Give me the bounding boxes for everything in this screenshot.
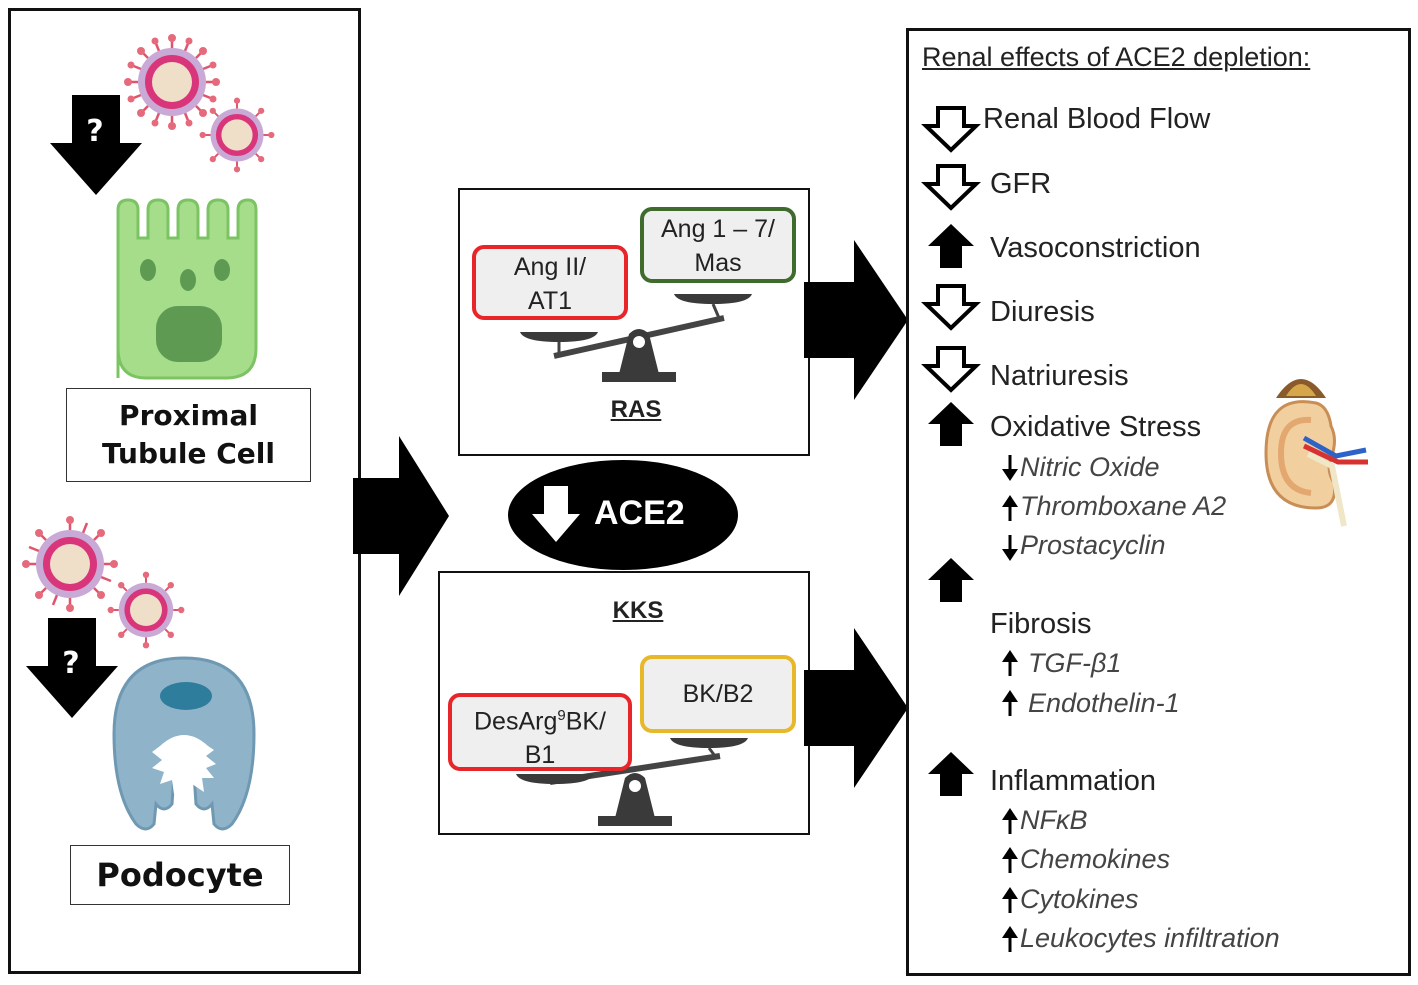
desarg-bk-b1-pill: DesArg9BK/ B1 xyxy=(448,693,632,771)
proximal-tubule-cell-icon xyxy=(116,198,258,380)
effect-diuresis: Diuresis xyxy=(990,296,1095,328)
down-arrow-icon xyxy=(26,618,118,718)
effect-renal-blood-flow: Renal Blood Flow xyxy=(983,103,1211,135)
ang-ii-line1: Ang II/ xyxy=(513,253,587,281)
up-arrow-icon xyxy=(1002,495,1018,521)
right-arrow-icon xyxy=(804,240,908,400)
podocyte-label: Podocyte xyxy=(70,845,290,905)
balance-scale-icon xyxy=(516,738,748,826)
down-arrow-icon xyxy=(921,346,981,393)
sub-prostacyclin: Prostacyclin xyxy=(1020,530,1166,560)
sub-thromboxane: Thromboxane A2 xyxy=(1020,491,1227,521)
kidney-icon xyxy=(1264,379,1368,527)
up-arrow-icon xyxy=(1002,808,1018,834)
up-arrow-icon xyxy=(1002,926,1018,952)
balance-scale-icon xyxy=(520,294,752,382)
down-arrow-icon xyxy=(921,164,981,211)
ang-1-7-line1: Ang 1 – 7/ xyxy=(661,215,775,243)
ace2-label: ACE2 xyxy=(594,494,685,532)
down-arrow-icon xyxy=(1002,455,1018,481)
question-mark: ? xyxy=(86,114,104,149)
effect-inflammation: Inflammation xyxy=(990,765,1157,797)
up-arrow-icon xyxy=(1002,690,1018,716)
desarg-sup: 9 xyxy=(557,707,566,724)
ang-ii-line2: AT1 xyxy=(528,287,572,315)
effects-title: Renal effects of ACE2 depletion: xyxy=(922,42,1311,72)
up-arrow-icon xyxy=(928,558,974,602)
virus-icon xyxy=(124,34,220,130)
kks-title: KKS xyxy=(612,597,664,624)
question-mark: ? xyxy=(62,646,80,681)
up-arrow-icon xyxy=(1002,887,1018,913)
up-arrow-icon xyxy=(928,402,974,446)
sub-chemokines: Chemokines xyxy=(1020,844,1171,874)
ras-title: RAS xyxy=(610,396,662,423)
renal-effects-panel xyxy=(906,28,1411,976)
proximal-tubule-cell-label: Proximal Tubule Cell xyxy=(66,388,311,482)
down-arrow-icon xyxy=(1002,535,1018,561)
bk-b2-pill: BK/B2 xyxy=(640,655,796,733)
virus-icon xyxy=(22,516,118,612)
effect-natriuresis: Natriuresis xyxy=(990,360,1129,392)
bk-b2-label: BK/B2 xyxy=(682,680,754,708)
up-arrow-icon xyxy=(1002,650,1018,676)
up-arrow-icon xyxy=(928,752,974,796)
sub-endothelin-1: Endothelin-1 xyxy=(1028,688,1180,718)
desarg-main: DesArg xyxy=(473,707,558,736)
cell-types-panel xyxy=(8,8,361,974)
desarg-line2: B1 xyxy=(524,741,556,770)
desarg-line1: DesArg9BK/ xyxy=(452,699,628,738)
right-arrow-icon xyxy=(804,628,908,788)
virus-icon xyxy=(199,97,275,173)
desarg-rest: BK/ xyxy=(565,707,606,736)
podocyte-icon xyxy=(112,656,256,831)
proximal-label-line2: Tubule Cell xyxy=(101,437,275,470)
down-arrow-icon xyxy=(921,106,981,153)
effect-oxidative-stress: Oxidative Stress xyxy=(990,411,1202,443)
sub-nitric-oxide: Nitric Oxide xyxy=(1020,452,1160,482)
effect-vasoconstriction: Vasoconstriction xyxy=(990,232,1201,264)
right-arrow-icon xyxy=(353,436,449,596)
effect-gfr: GFR xyxy=(990,168,1052,200)
down-arrow-icon xyxy=(921,284,981,331)
down-arrow-icon xyxy=(50,95,142,195)
effect-fibrosis: Fibrosis xyxy=(990,608,1092,640)
sub-leukocytes: Leukocytes infiltration xyxy=(1020,923,1280,953)
sub-tgf-beta1: TGF-β1 xyxy=(1028,648,1122,678)
sub-cytokines: Cytokines xyxy=(1020,884,1139,914)
virus-icon xyxy=(107,571,185,649)
up-arrow-icon xyxy=(928,224,974,268)
ang-1-7-line2: Mas xyxy=(694,249,742,277)
sub-nfkb: NFκB xyxy=(1020,805,1088,835)
down-arrow-icon xyxy=(532,486,580,542)
ang-1-7-mas-pill: Ang 1 – 7/ Mas xyxy=(640,207,796,283)
up-arrow-icon xyxy=(1002,847,1018,873)
ang-ii-at1-pill: Ang II/ AT1 xyxy=(472,245,628,320)
proximal-label-line1: Proximal xyxy=(119,399,258,432)
